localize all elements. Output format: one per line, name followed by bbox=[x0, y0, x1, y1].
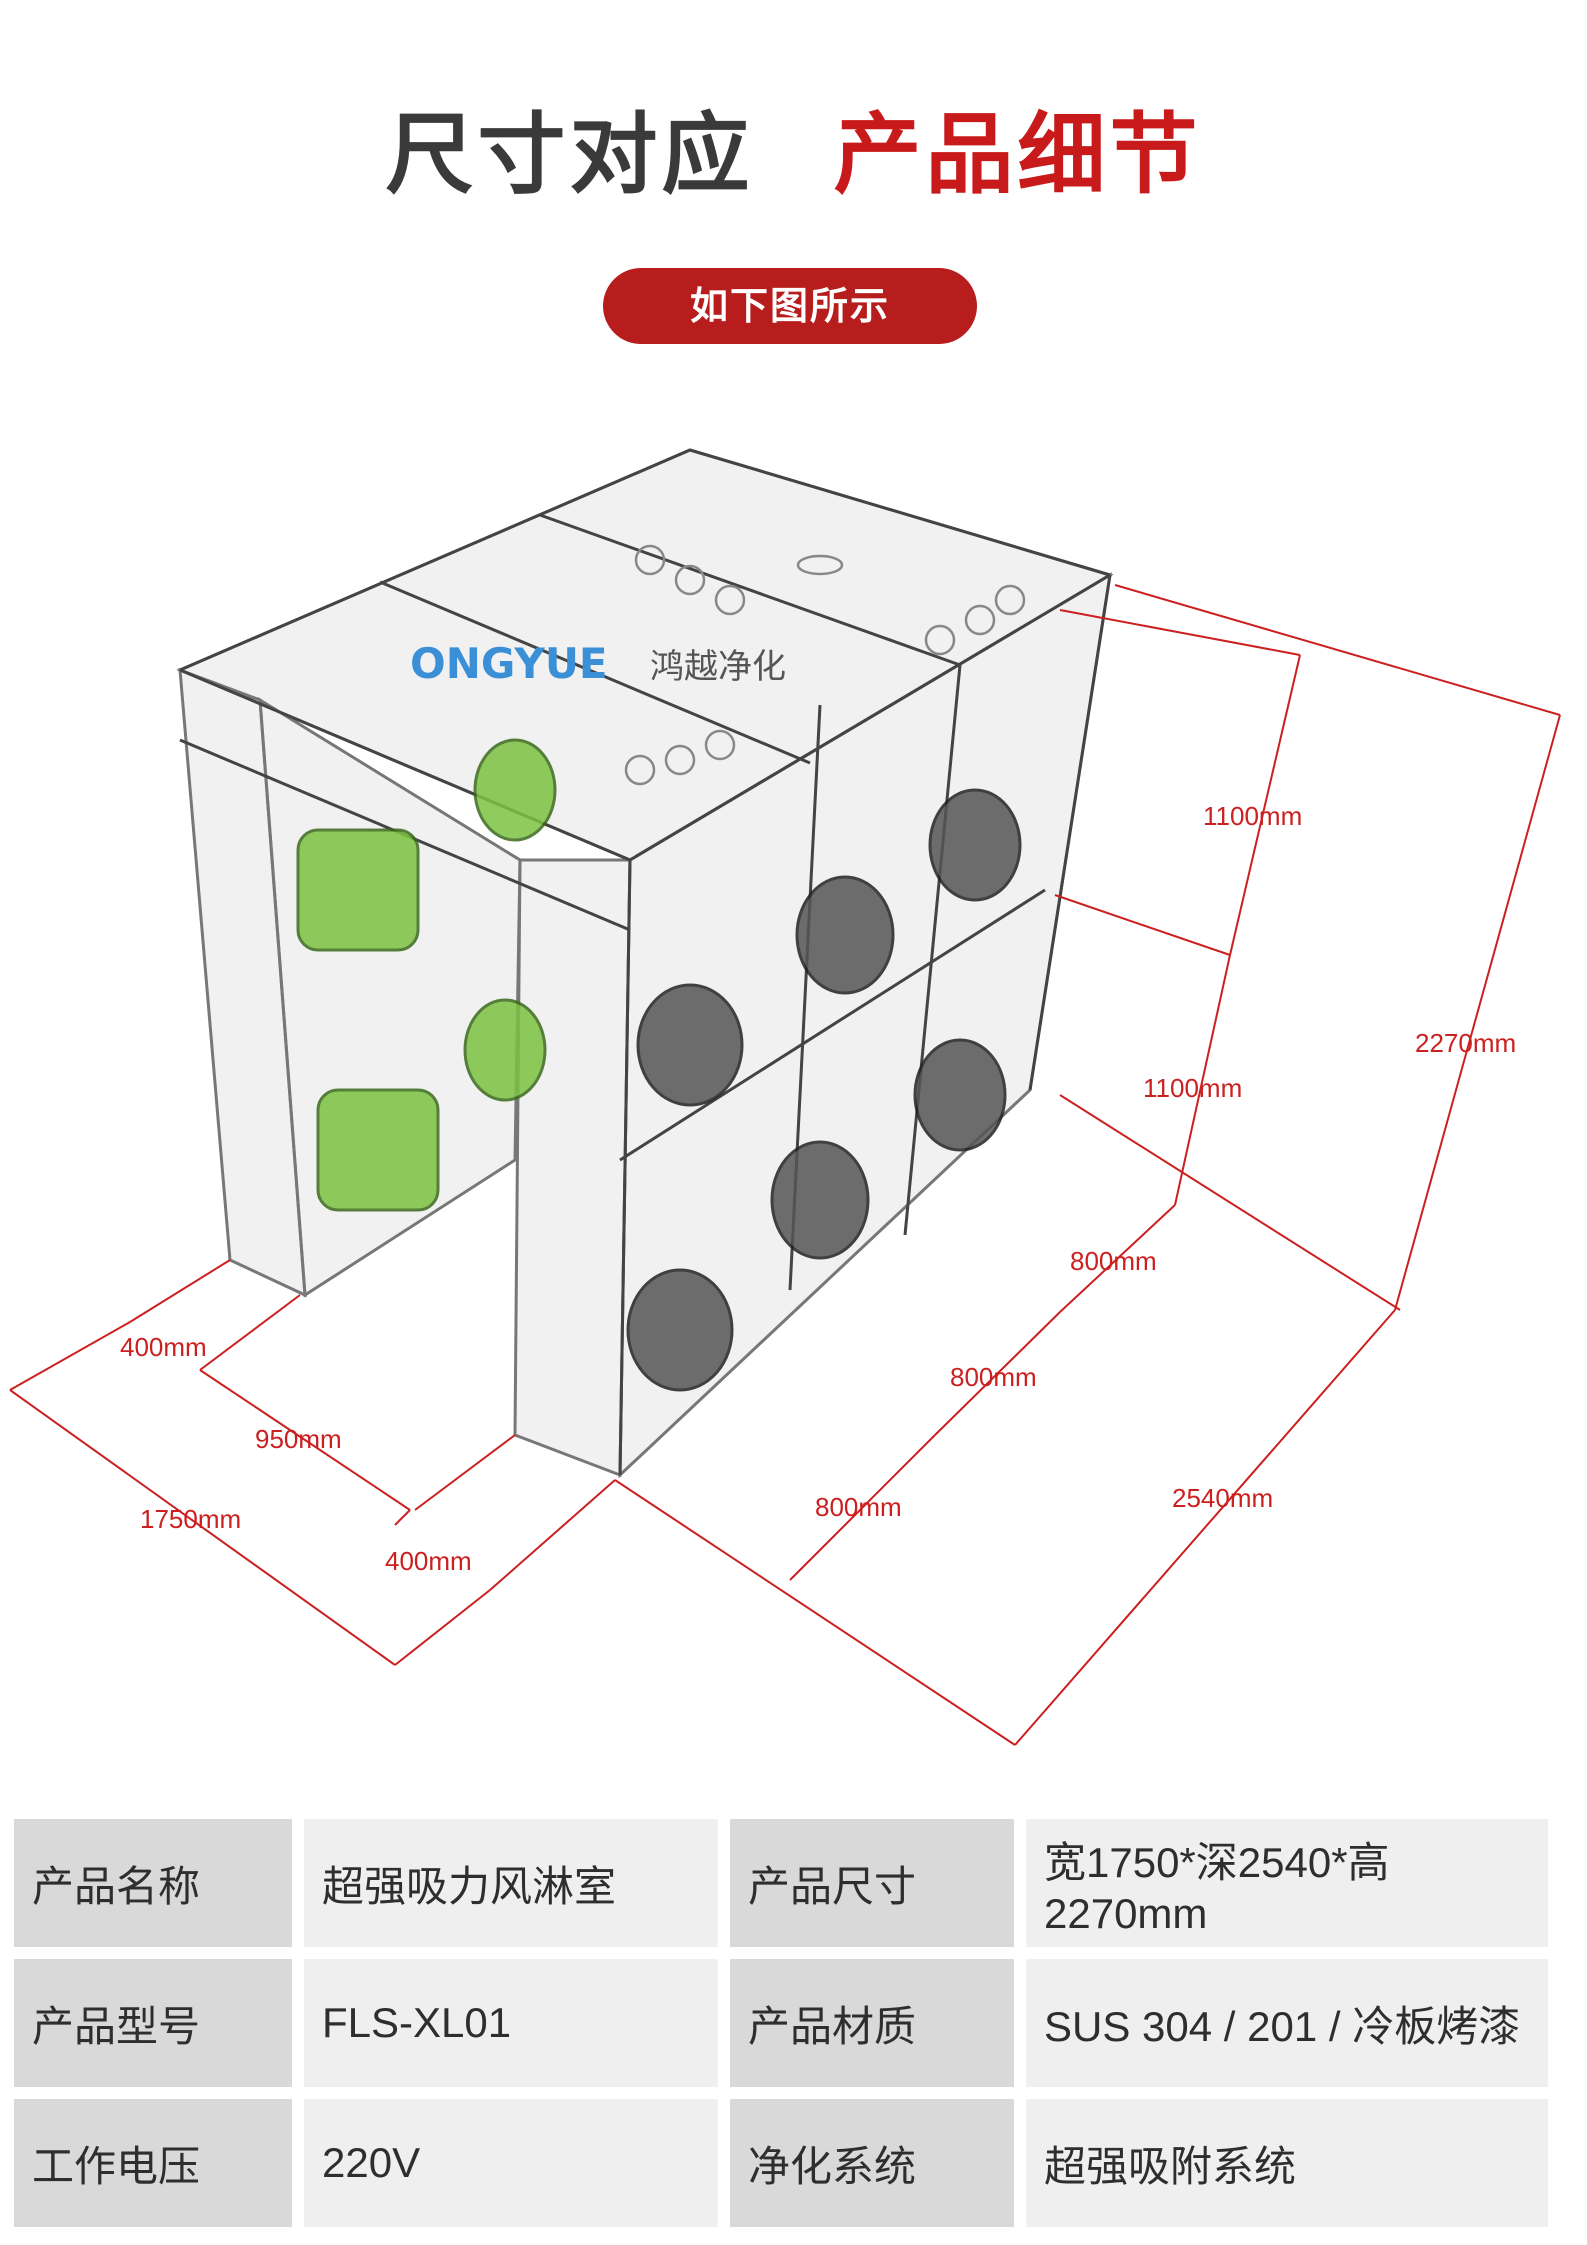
dim-1100-top: 1100mm bbox=[1203, 801, 1302, 831]
dark-fans bbox=[626, 788, 1022, 1392]
dim-400-left: 400mm bbox=[120, 1332, 207, 1362]
dimension-labels: 1100mm 1100mm 2270mm 800mm 800mm 800mm 2… bbox=[120, 801, 1516, 1576]
dim-800-right: 800mm bbox=[1070, 1246, 1157, 1276]
spec-value: 超强吸附系统 bbox=[1026, 2099, 1548, 2227]
dim-800-mid: 800mm bbox=[950, 1362, 1037, 1392]
spec-value: 宽1750*深2540*高2270mm bbox=[1026, 1819, 1548, 1947]
spec-label: 净化系统 bbox=[730, 2099, 1014, 2227]
roof-nozzles bbox=[624, 544, 1026, 786]
heading-detail-text: 产品细节 bbox=[833, 103, 1202, 206]
as-shown-badge: 如下图所示 bbox=[603, 268, 977, 344]
heading-size-text: 尺寸对应 bbox=[385, 103, 754, 206]
spec-label: 产品尺寸 bbox=[730, 1819, 1014, 1947]
product-dimension-drawing: ONGYUE 鸿越净化 1100mm 1100mm 2270mm 800mm 8… bbox=[9, 448, 1561, 1746]
spec-table: 产品名称 超强吸力风淋室 产品尺寸 宽1750*深2540*高2270mm 产品… bbox=[2, 1807, 1560, 2239]
spec-row: 产品型号 FLS-XL01 产品材质 SUS 304 / 201 / 冷板烤漆 bbox=[14, 1959, 1548, 2087]
dim-2270: 2270mm bbox=[1415, 1028, 1516, 1058]
dimension-lines bbox=[9, 584, 1561, 1746]
spec-value: SUS 304 / 201 / 冷板烤漆 bbox=[1026, 1959, 1548, 2087]
green-fans bbox=[296, 738, 557, 1212]
spec-label: 产品材质 bbox=[730, 1959, 1014, 2087]
spec-label: 工作电压 bbox=[14, 2099, 292, 2227]
brand-cn-text: 鸿越净化 bbox=[650, 647, 786, 687]
spec-label: 产品名称 bbox=[14, 1819, 292, 1947]
spec-label: 产品型号 bbox=[14, 1959, 292, 2087]
dim-2540: 2540mm bbox=[1172, 1483, 1273, 1513]
page-heading: 尺寸对应产品细节 bbox=[0, 95, 1587, 215]
spec-value: 超强吸力风淋室 bbox=[304, 1819, 718, 1947]
brand-watermark: ONGYUE 鸿越净化 bbox=[410, 639, 786, 688]
brand-logo-text: ONGYUE bbox=[410, 639, 608, 688]
dim-950: 950mm bbox=[255, 1424, 342, 1454]
dim-400-bottom: 400mm bbox=[385, 1546, 472, 1576]
spec-row: 工作电压 220V 净化系统 超强吸附系统 bbox=[14, 2099, 1548, 2227]
spec-value: FLS-XL01 bbox=[304, 1959, 718, 2087]
dim-1750: 1750mm bbox=[140, 1504, 241, 1534]
dim-1100-bottom: 1100mm bbox=[1143, 1073, 1242, 1103]
spec-value: 220V bbox=[304, 2099, 718, 2227]
dim-800-bottom: 800mm bbox=[815, 1492, 902, 1522]
spec-row: 产品名称 超强吸力风淋室 产品尺寸 宽1750*深2540*高2270mm bbox=[14, 1819, 1548, 1947]
